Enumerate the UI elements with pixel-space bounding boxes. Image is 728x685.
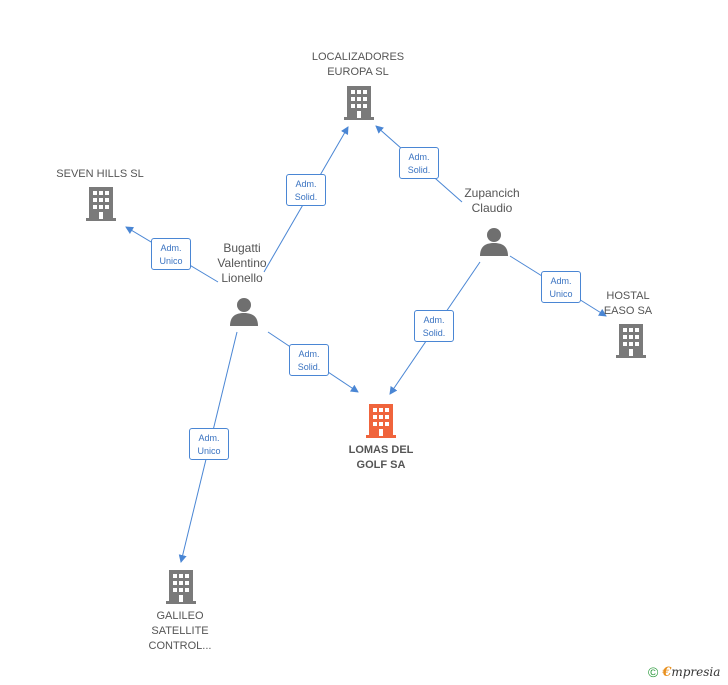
edge-label-bugatti-seven-hills: Adm. Unico [151,238,191,270]
copyright-icon: © [648,664,659,680]
node-label-bugatti: Bugatti Valentino Lionello [217,241,267,285]
node-label-lomas: LOMAS DEL GOLF SA [348,444,414,471]
node-label-hostal: HOSTAL EASO SA [603,290,653,317]
brand-logo-letter: € [662,664,672,680]
person-icon[interactable] [229,296,259,326]
edge-label-zupancich-lomas: Adm. Solid. [414,310,454,342]
person-icon[interactable] [479,226,509,256]
node-label-localizadores: LOCALIZADORES EUROPA SL [311,51,405,78]
edge-label-bugatti-lomas: Adm. Solid. [289,344,329,376]
building-icon-main[interactable] [366,404,396,438]
edge-label-bugatti-galileo: Adm. Unico [189,428,229,460]
brand-logo-text: mpresia [671,665,721,679]
building-icon[interactable] [86,187,116,221]
building-icon[interactable] [616,324,646,358]
node-label-galileo: GALILEO SATELLITE CONTROL... [148,610,212,652]
node-label-seven-hills: SEVEN HILLS SL [56,168,144,180]
edge-label-zupancich-hostal: Adm. Unico [541,271,581,303]
building-icon[interactable] [344,86,374,120]
copyright-brand: © € mpresia [648,664,720,680]
node-label-zupancich: Zupancich Claudio [464,186,520,215]
building-icon[interactable] [166,570,196,604]
edge-label-zupancich-localizadores: Adm. Solid. [399,147,439,179]
edge-label-bugatti-localizadores: Adm. Solid. [286,174,326,206]
